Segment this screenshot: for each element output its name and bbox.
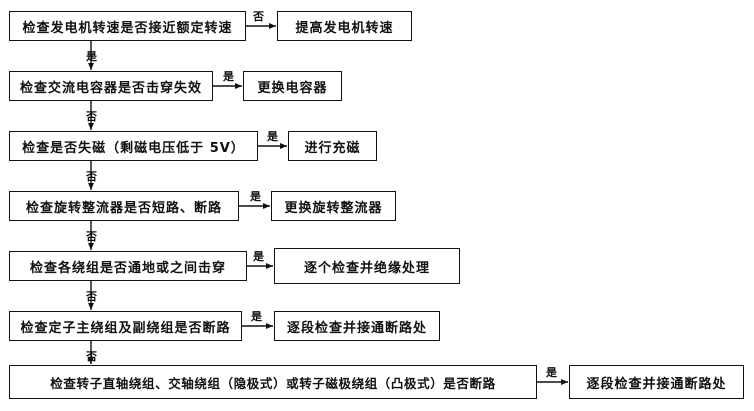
check-text-4: 检查各绕组是否通地或之间击穿 (29, 260, 226, 276)
branch-label-1: 是 (223, 70, 234, 83)
check-box-0: 检查发电机转速是否接近额定转速 (9, 11, 246, 41)
branch-label-6: 是 (546, 366, 557, 379)
down-label-3: 否 (86, 230, 97, 243)
check-box-6: 检查转子直轴绕组、交轴绕组（隐极式）或转子磁极绕组（凸极式）是否断路 (9, 365, 537, 399)
action-text-4: 逐个检查并绝缘处理 (303, 260, 430, 276)
action-box-1: 更换电容器 (243, 71, 342, 101)
action-box-4: 逐个检查并绝缘处理 (274, 248, 460, 284)
check-box-2: 检查是否失磁（剩磁电压低于 5V） (9, 131, 258, 161)
action-box-5: 逐段检查并接通断路处 (274, 311, 440, 341)
check-text-0: 检查发电机转速是否接近额定转速 (22, 20, 233, 36)
action-text-2: 进行充磁 (304, 140, 361, 156)
down-label-1: 否 (86, 110, 97, 123)
action-box-0: 提高发电机转速 (277, 11, 412, 41)
action-box-3: 更换旋转整流器 (271, 191, 396, 221)
down-label-5: 否 (86, 350, 97, 363)
action-box-6: 逐段检查并接通断路处 (569, 365, 744, 399)
branch-label-5: 是 (251, 310, 262, 323)
down-label-2: 否 (86, 170, 97, 183)
action-text-6: 逐段检查并接通断路处 (586, 376, 727, 392)
check-box-4: 检查各绕组是否通地或之间击穿 (9, 251, 247, 281)
check-text-6: 检查转子直轴绕组、交轴绕组（隐极式）或转子磁极绕组（凸极式）是否断路 (50, 375, 496, 391)
branch-label-0: 否 (253, 10, 264, 23)
branch-label-2: 是 (267, 130, 278, 143)
action-text-1: 更换电容器 (257, 80, 328, 96)
action-text-5: 逐段检查并接通断路处 (286, 320, 427, 336)
branch-label-3: 是 (250, 190, 261, 203)
check-text-1: 检查交流电容器是否击穿失效 (19, 80, 202, 96)
check-box-1: 检查交流电容器是否击穿失效 (9, 71, 213, 101)
down-label-0: 是 (86, 50, 97, 63)
down-label-4: 否 (86, 290, 97, 303)
branch-label-4: 是 (253, 250, 264, 263)
check-box-3: 检查旋转整流器是否短路、断路 (9, 191, 239, 221)
action-text-0: 提高发电机转速 (295, 20, 394, 36)
check-text-2: 检查是否失磁（剩磁电压低于 5V） (22, 140, 245, 156)
check-text-3: 检查旋转整流器是否短路、断路 (25, 200, 222, 216)
action-text-3: 更换旋转整流器 (284, 200, 383, 216)
check-box-5: 检查定子主绕组及副绕组是否断路 (9, 311, 242, 341)
action-box-2: 进行充磁 (288, 131, 377, 161)
check-text-5: 检查定子主绕组及副绕组是否断路 (20, 320, 231, 336)
